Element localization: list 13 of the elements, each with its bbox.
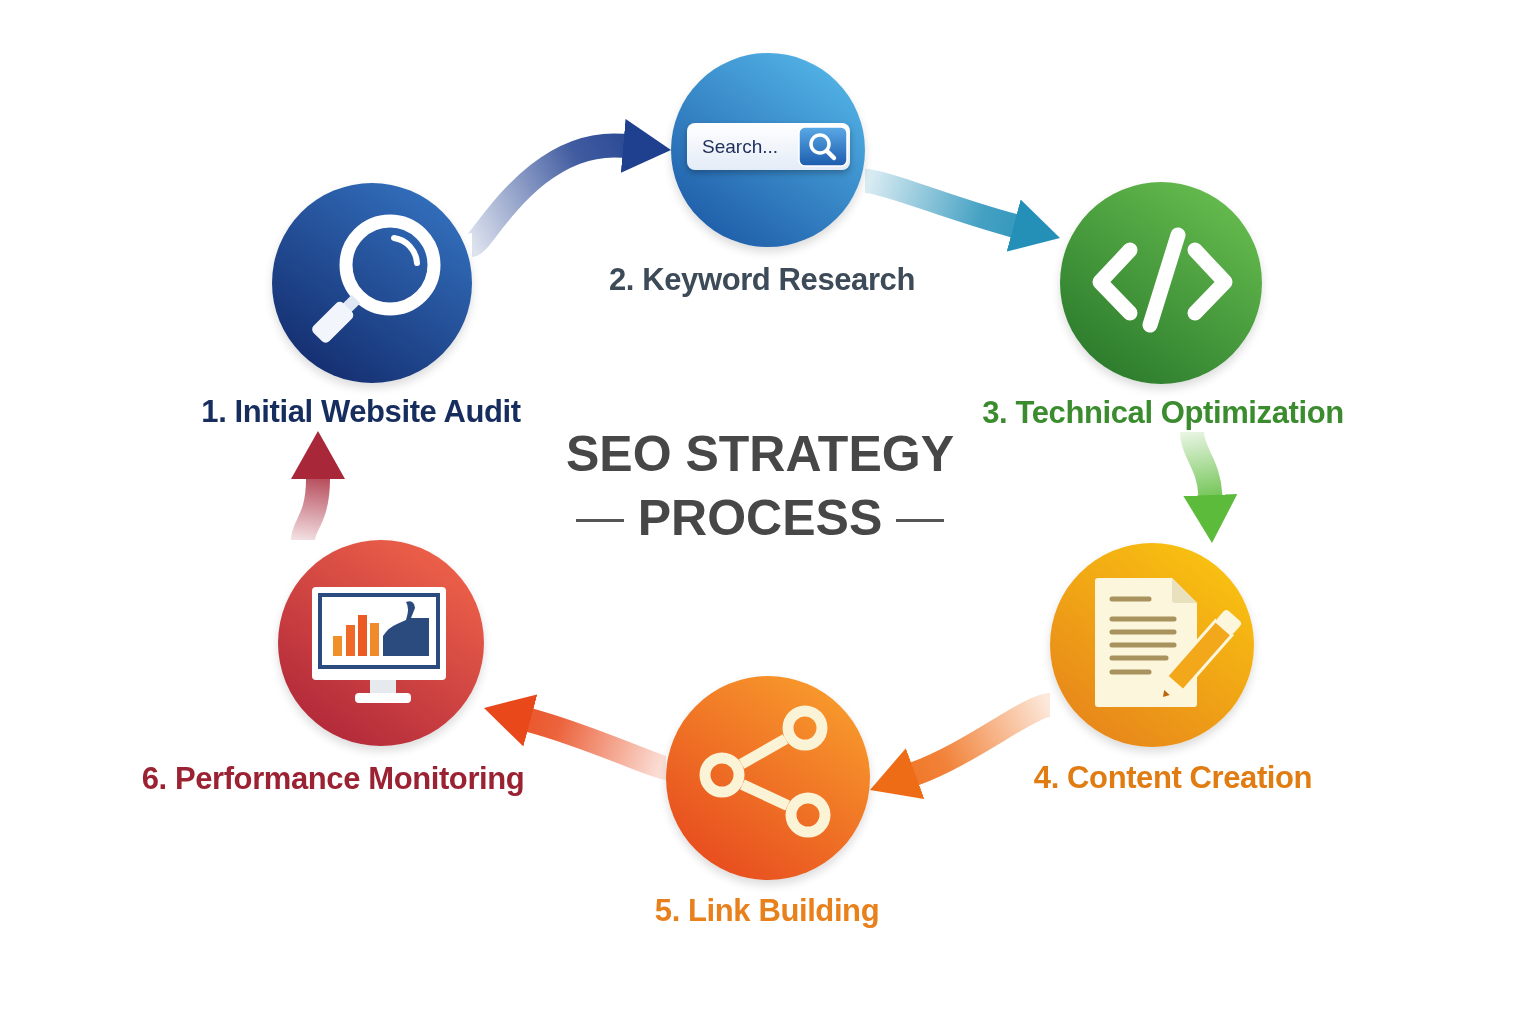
arrow xyxy=(291,431,345,541)
arrow xyxy=(465,118,672,256)
step-label: 3. Technical Optimization xyxy=(982,394,1344,432)
step-label: 4. Content Creation xyxy=(1033,759,1313,797)
arrow xyxy=(1180,431,1238,544)
search-field: Search... xyxy=(687,123,850,170)
step-label: 5. Link Building xyxy=(654,892,880,930)
step-label: 1. Initial Website Audit xyxy=(201,393,521,431)
step-label: 6. Performance Monitoring xyxy=(141,760,525,798)
arrow xyxy=(869,693,1052,802)
arrow xyxy=(863,169,1061,252)
step-label: 2. Keyword Research xyxy=(609,261,915,299)
arrow xyxy=(483,694,669,780)
